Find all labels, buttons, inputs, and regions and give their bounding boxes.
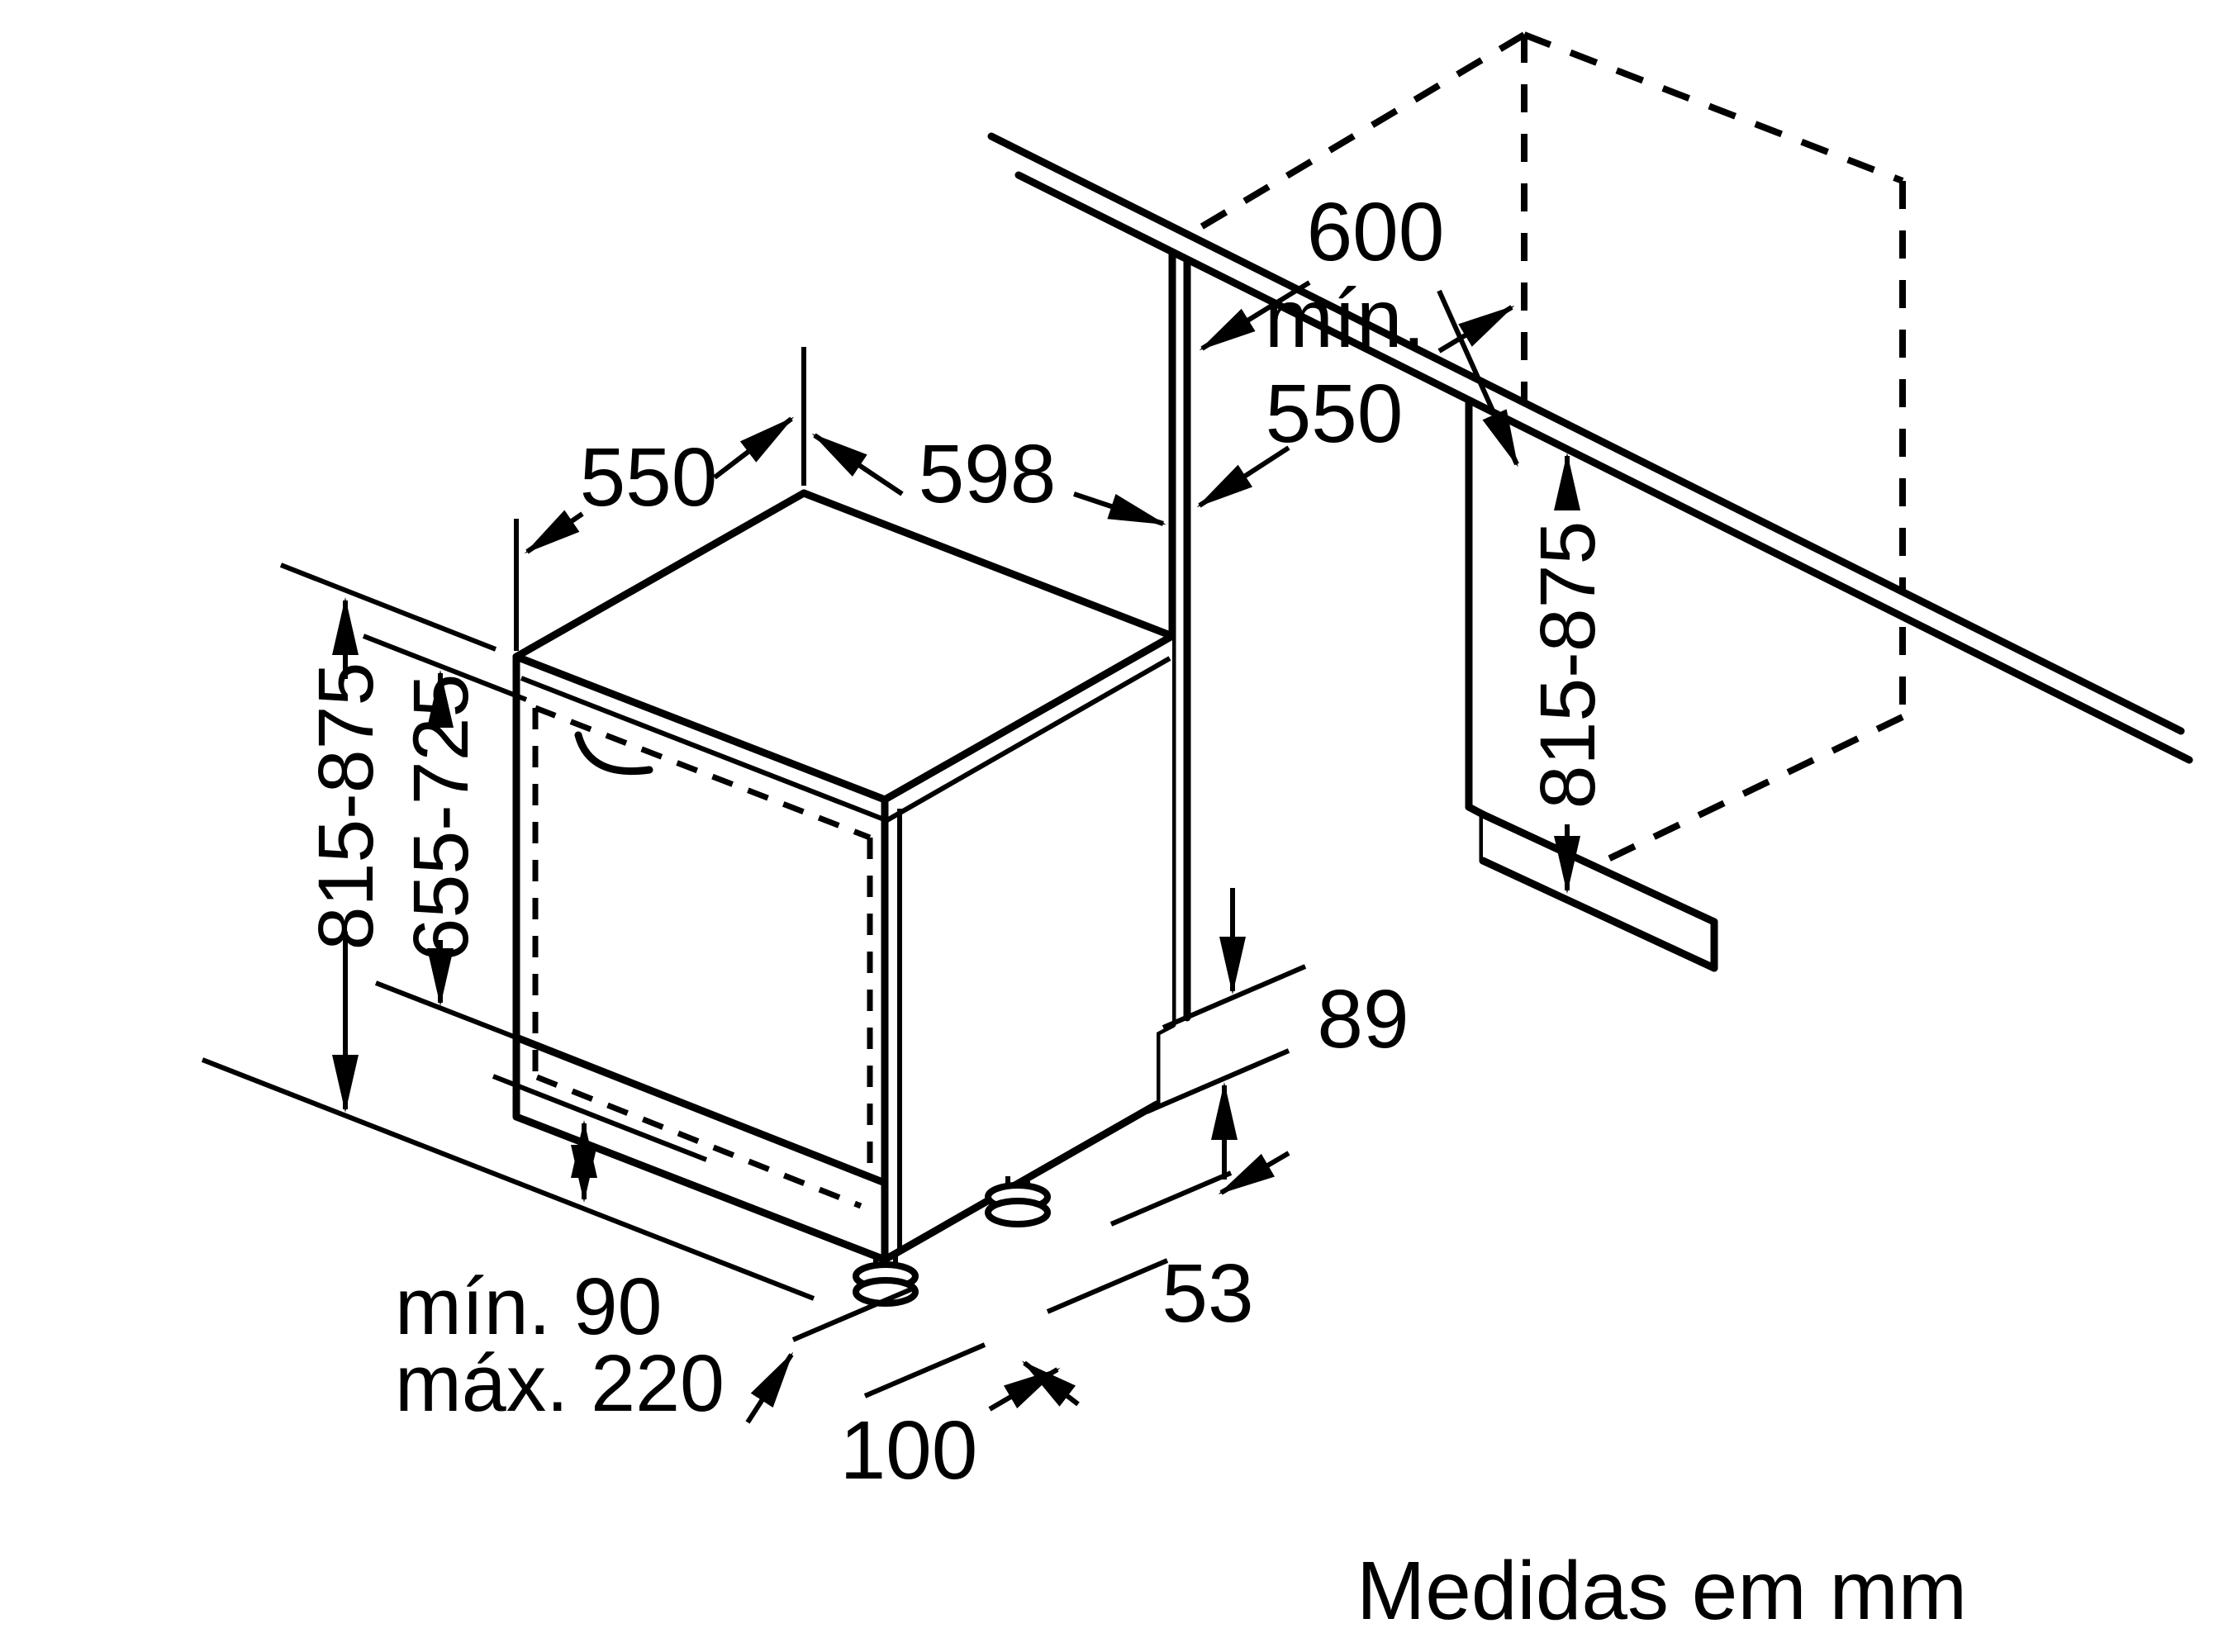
dim-plinth-recess-max-label: máx. 220 <box>395 1338 725 1428</box>
dim-niche-depth-value: 550 <box>1266 368 1404 460</box>
dim-front-foot-offset: 100 <box>745 1286 1080 1497</box>
dim-top-depth-label: 550 <box>580 431 718 524</box>
dim-top-width-label: 598 <box>919 428 1057 520</box>
dim-plinth-recess: mín. 90 máx. 220 <box>395 1120 725 1428</box>
dim-top-width: 598 <box>811 428 1166 526</box>
dim-toe-kick-label: 89 <box>1317 973 1409 1066</box>
dim-niche-depth: mín. 550 <box>1196 273 1515 508</box>
front-adjustable-foot <box>853 1256 919 1307</box>
dim-counter-depth-label: 600 <box>1307 186 1445 278</box>
dim-niche-depth-word: mín. <box>1265 273 1425 365</box>
dim-plinth-recess-min-label: mín. 90 <box>395 1261 663 1351</box>
dim-right-height-label: 815-875 <box>1524 521 1612 809</box>
dim-rear-foot-offset: 53 <box>988 1151 1290 1412</box>
dim-top-depth: 550 <box>524 416 795 554</box>
dim-rear-foot-offset-label: 53 <box>1162 1247 1253 1340</box>
dim-door-panel-height: 655-725 <box>397 670 485 1006</box>
dishwasher-body <box>512 489 1176 1307</box>
side-adjustable-foot <box>985 1176 1051 1227</box>
dim-front-foot-offset-label: 100 <box>840 1404 978 1497</box>
dim-left-height-label: 815-875 <box>302 662 390 951</box>
dim-left-height: 815-875 <box>302 597 390 1113</box>
dim-toe-kick: 89 <box>1145 888 1409 1180</box>
units-note: Medidas em mm <box>1356 1545 1967 1637</box>
extension-lines <box>201 347 815 1301</box>
dim-door-panel-height-label: 655-725 <box>397 674 485 962</box>
dim-right-height: 815-875 <box>1524 453 1612 894</box>
dimension-annotations: 550 598 600 mín. 550 815-875 <box>302 186 1612 1497</box>
niche-dashed-box <box>1187 31 1906 869</box>
dim-counter-depth: 600 <box>1199 186 1519 468</box>
